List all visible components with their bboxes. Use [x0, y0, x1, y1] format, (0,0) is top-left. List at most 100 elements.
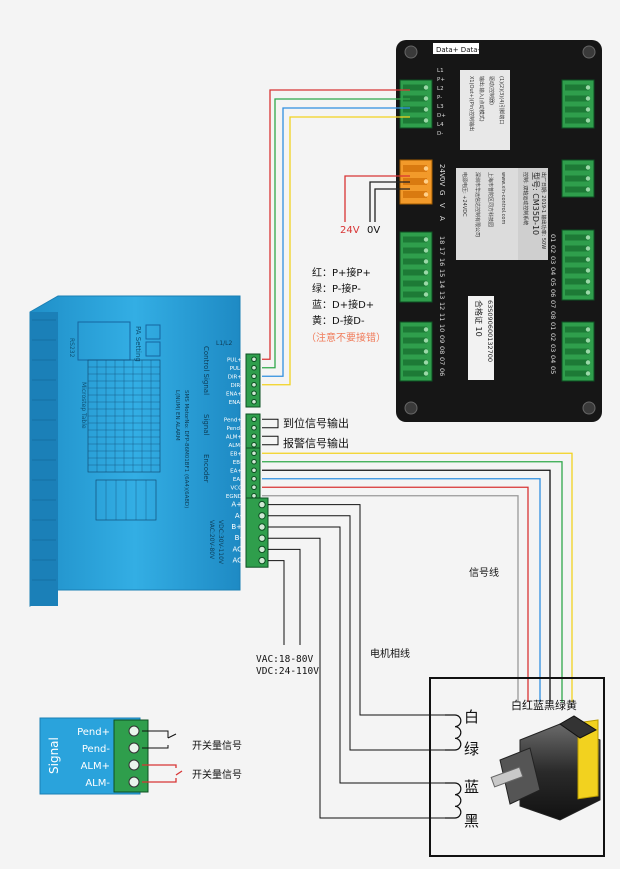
terminal-top-label: P+	[437, 77, 445, 83]
wiring-note-line: 红：P+接P+	[312, 266, 371, 279]
terminal-pin-label: B+	[231, 523, 242, 531]
wire-0v-2	[374, 188, 410, 222]
wires	[262, 89, 573, 819]
right-pin-number: 06	[549, 289, 557, 297]
terminal-pin-label: VCC	[231, 485, 243, 491]
sticker-line: X1(Out+)(Pin)控制输出	[468, 76, 475, 131]
terminal-slot	[565, 348, 589, 355]
screw-icon	[585, 279, 591, 284]
controller-sticker	[460, 70, 510, 150]
screw-icon	[258, 500, 266, 509]
signal-inset: Signal Pend+Pend-ALM+ALM- 开关量信号 开关量信号	[39, 717, 242, 795]
controller-connector-3-housing	[399, 231, 433, 303]
microstep-table	[87, 359, 161, 521]
inset-switches	[142, 730, 183, 783]
terminal-top-label: L3	[437, 104, 444, 110]
terminal-slot	[403, 84, 427, 91]
pin-number: 16	[438, 258, 446, 266]
encoder-colors-label: 白红蓝黑绿黄	[511, 698, 577, 712]
screw-icon	[585, 327, 591, 332]
motor-phase-line-label: 电机相线	[370, 647, 410, 660]
screw-icon	[251, 433, 257, 440]
terminal-slot	[403, 337, 427, 344]
terminal-slot	[403, 269, 427, 276]
wire-encoder-green	[262, 461, 563, 702]
pend-output-label: 到位信号输出	[283, 416, 349, 430]
right-pin-number: 05	[549, 366, 557, 374]
screw-icon	[251, 424, 257, 431]
pin-number: 15	[438, 269, 446, 277]
screw-icon	[258, 556, 266, 565]
terminal-slot	[403, 359, 427, 366]
screw-icon	[585, 235, 591, 240]
alarm-bracket	[262, 435, 279, 446]
wiring-warning: （注意不要接错）	[306, 331, 386, 344]
mount-hole	[582, 401, 596, 415]
pa-setting-label: PA Setting	[134, 326, 142, 362]
wiring-notes: 红：P+接P+绿：P-接P-蓝：D+接D+黄：D-接D-（注意不要接错）	[306, 266, 386, 344]
wire-phase-b-plus	[268, 526, 445, 784]
screw-icon	[258, 512, 266, 520]
controller-right-connector-3	[561, 229, 595, 301]
terminal-pin-label: DIR-	[231, 383, 242, 389]
phase-label: 黑	[464, 812, 479, 830]
screw-icon	[251, 373, 257, 380]
terminal-pin-label: EA+	[230, 468, 242, 474]
screw-icon	[423, 349, 429, 354]
screw-icon	[585, 268, 591, 273]
screw-icon	[251, 364, 257, 371]
screw-icon	[423, 338, 429, 343]
right-pin-number: 07	[549, 300, 557, 308]
screw-icon	[423, 179, 429, 184]
wire-red-pul	[262, 89, 410, 360]
model-line: 控制: 双轴运动控制系统	[522, 172, 529, 225]
terminal-slot	[403, 370, 427, 377]
screw-icon	[251, 450, 257, 457]
info-sticker	[456, 168, 518, 260]
terminal-top-label: P-	[437, 95, 442, 101]
right-pin-number: 04	[549, 267, 557, 275]
wire-encoder-white	[262, 495, 519, 702]
rs232-label: RS232	[68, 338, 75, 358]
pa-switch	[145, 324, 161, 340]
screw-icon	[423, 281, 429, 286]
terminal-pin-label: ALM-	[228, 443, 242, 449]
screw-icon	[128, 776, 140, 788]
screw-icon	[585, 360, 591, 365]
pin-number: 09	[438, 335, 446, 343]
terminal-slot	[403, 117, 427, 124]
driver-fins	[32, 319, 56, 581]
screw-icon	[585, 257, 591, 262]
wire-encoder-blue	[262, 478, 541, 702]
right-pin-number: 02	[549, 245, 557, 253]
sticker-text: X1(Out+)(Pin)控制输出输出:输入(点动模式)驱动(控制器)(1)(2…	[468, 76, 505, 131]
screw-icon	[423, 85, 429, 90]
terminal-slot	[565, 117, 589, 124]
power-connector	[399, 159, 433, 205]
driver-side-fin	[30, 312, 58, 606]
terminal-slot	[403, 247, 427, 254]
motor-body	[490, 715, 601, 821]
screw-icon	[423, 259, 429, 264]
right-pin-number: 01	[549, 322, 557, 330]
screw-icon	[128, 725, 140, 737]
controller-connector-1	[399, 79, 433, 129]
terminal-slot	[565, 267, 589, 274]
screw-icon	[128, 759, 140, 771]
power-label: 24V	[438, 164, 446, 178]
screw-icon	[585, 338, 591, 343]
terminal-slot	[403, 291, 427, 298]
screw-icon	[251, 458, 257, 465]
terminal-pin-label: PUL-	[230, 366, 242, 372]
screw-icon	[423, 360, 429, 365]
terminal-pin-label: PUL+	[227, 357, 242, 363]
wire-0v-1	[369, 181, 410, 222]
driver-terminals: PUL+PUL-DIR+DIR-ENA+ENA-Pend+Pend-ALM+AL…	[224, 353, 269, 568]
terminal-pin-label: A-	[235, 512, 243, 520]
terminal-slot	[565, 278, 589, 285]
terminal-slot	[565, 289, 589, 296]
